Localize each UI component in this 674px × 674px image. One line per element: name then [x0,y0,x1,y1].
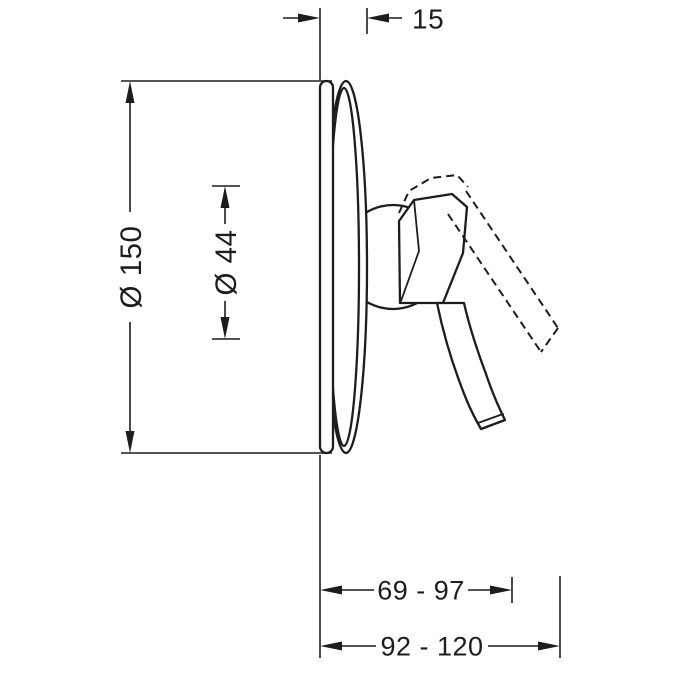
dimension-projection-min: 69 - 97 [320,576,513,606]
dimension-projection-max-label: 92 - 120 [380,632,483,662]
dimension-plate-diameter-label: Ø 150 [115,226,148,309]
handle-cap-facet-line [400,199,420,302]
dimension-projection-min-label: 69 - 97 [377,576,465,606]
dimension-depth-arrowheads [298,13,389,23]
handle-lever-alt-dashed-outline [447,190,559,353]
dimension-depth-lines [283,8,402,80]
handle-lever-tip-line [477,413,504,424]
handle-cap-alt-dashed-outline [398,174,469,214]
escutcheon-backplate [318,79,335,455]
dimension-depth: 15 [283,4,444,80]
fixture-drawing [318,79,559,455]
dimension-projection-min-arrowheads [320,585,512,595]
dimension-plate-diameter: Ø 150 [115,80,332,454]
dimension-hub-diameter-lines [212,185,240,340]
dimension-hub-diameter-label: Ø 44 [210,230,243,296]
handle-lever [435,301,507,431]
dimension-projection-max-lines [319,455,561,658]
dimension-depth-label: 15 [412,4,444,35]
dimension-hub-diameter: Ø 44 [210,185,243,340]
dimension-plate-diameter-lines [121,80,332,454]
dimension-projection-max: 92 - 120 [319,455,561,662]
handle-cap [397,192,469,305]
